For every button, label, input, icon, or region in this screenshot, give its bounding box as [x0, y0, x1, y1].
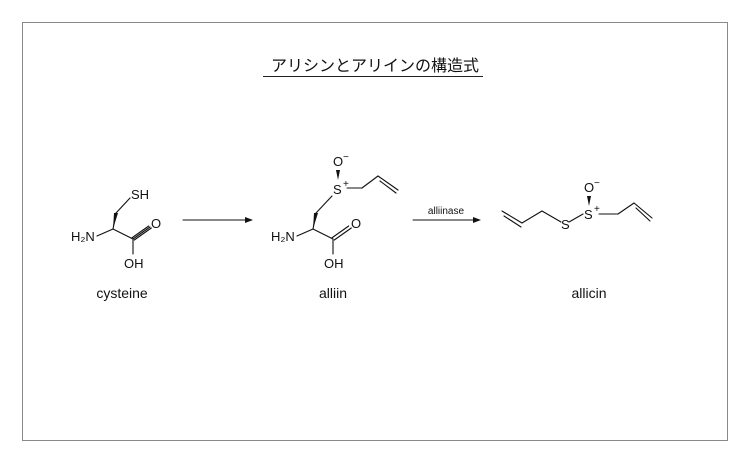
diagram-frame: [22, 22, 728, 441]
alliin-plus-charge: +: [343, 179, 349, 190]
allicin-s-label: S: [561, 217, 570, 232]
cysteine-name: cysteine: [96, 285, 148, 301]
cysteine-o-label: O: [151, 216, 161, 231]
alliin-nh2-label: H₂N: [271, 229, 295, 244]
cysteine-sh-label: SH: [131, 187, 149, 202]
allicin-minus-charge: −: [594, 178, 600, 189]
reaction-arrow-2: [412, 217, 481, 223]
alliin-oh-label: OH: [324, 256, 344, 271]
alliin-structure: [296, 170, 399, 255]
cysteine-oh-label: OH: [124, 256, 144, 271]
allicin-plus-charge: +: [594, 204, 600, 215]
alliin-minus-charge: −: [343, 152, 349, 163]
alliin-s-label: S: [333, 182, 342, 197]
reaction-arrow-1: [182, 217, 253, 223]
allicin-structure: [501, 196, 653, 228]
cysteine-structure: [96, 197, 152, 255]
allicin-o-label: O: [584, 180, 594, 195]
diagram-title: アリシンとアリインの構造式: [270, 56, 479, 75]
allicin-s-plus-label: S: [584, 207, 593, 222]
alliinase-label: alliinase: [428, 206, 465, 217]
alliin-name: alliin: [319, 285, 347, 301]
allicin-name: allicin: [571, 285, 606, 301]
alliin-o2-label: O: [351, 216, 361, 231]
cysteine-nh2-label: H₂N: [71, 229, 95, 244]
title-underline: [263, 76, 483, 77]
alliin-o-label: O: [333, 154, 343, 169]
